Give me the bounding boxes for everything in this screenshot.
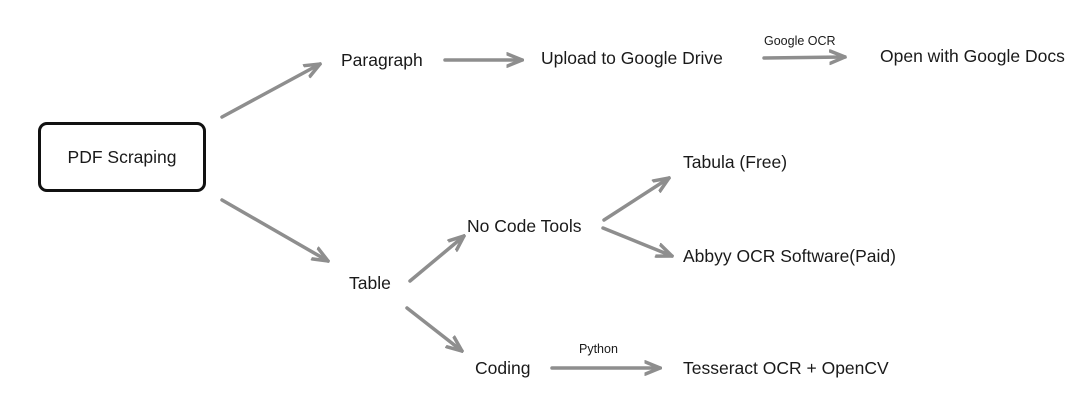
edge-label-google-ocr: Google OCR bbox=[764, 34, 836, 48]
node-table: Table bbox=[349, 273, 391, 293]
node-coding: Coding bbox=[475, 358, 531, 378]
node-upload-to-google-drive: Upload to Google Drive bbox=[541, 48, 723, 68]
node-open-with-google-docs: Open with Google Docs bbox=[880, 46, 1065, 66]
edge-no-code-tools-to-tabula bbox=[602, 178, 669, 222]
edge-pdf-to-table bbox=[220, 198, 328, 261]
node-abbyy-ocr-software-paid: Abbyy OCR Software(Paid) bbox=[683, 246, 896, 266]
edge-table-to-coding bbox=[405, 306, 462, 351]
edge-upload-to-open-docs bbox=[762, 57, 845, 58]
edge-no-code-tools-to-abbyy bbox=[601, 226, 672, 256]
node-tesseract-ocr-opencv: Tesseract OCR + OpenCV bbox=[683, 358, 889, 378]
node-pdf-scraping: PDF Scraping bbox=[38, 122, 206, 192]
edge-label-python: Python bbox=[579, 342, 618, 356]
node-paragraph: Paragraph bbox=[341, 50, 423, 70]
node-tabula-free: Tabula (Free) bbox=[683, 152, 788, 172]
edge-pdf-to-paragraph bbox=[220, 64, 320, 119]
edge-table-to-no-code-tools bbox=[408, 236, 464, 283]
node-no-code-tools: No Code Tools bbox=[467, 216, 582, 236]
node-pdf-scraping-label: PDF Scraping bbox=[67, 146, 177, 167]
